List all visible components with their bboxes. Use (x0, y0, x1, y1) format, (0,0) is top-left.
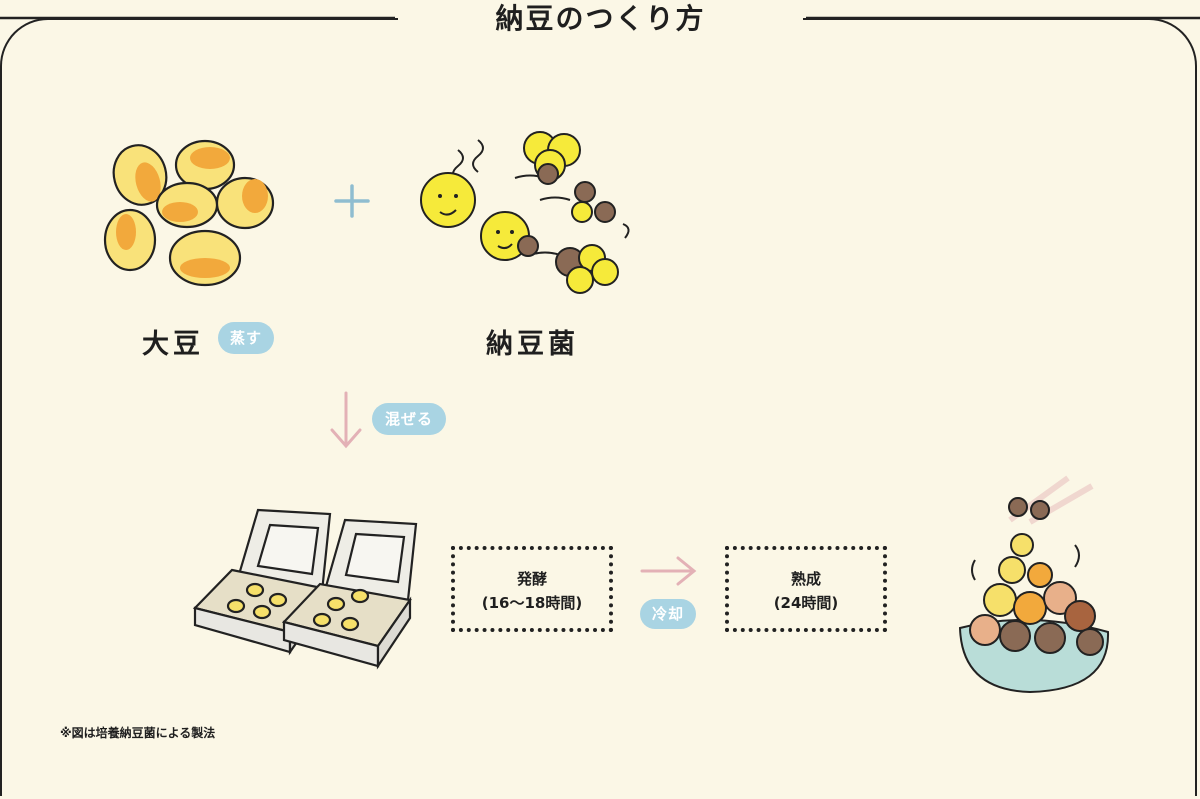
title-gap (398, 0, 803, 36)
bacterium (420, 172, 476, 228)
bacteria-label: 納豆菌 (486, 329, 579, 360)
ferment-title: 発酵 (516, 570, 547, 588)
bean (226, 598, 246, 614)
natto-bean (1030, 500, 1050, 520)
natto-bean (1064, 600, 1096, 632)
natto-bean (983, 583, 1017, 617)
soybean-shade (135, 162, 161, 202)
mature-title: 熟成 (790, 570, 821, 588)
natto-bean (517, 235, 539, 257)
natto-bean (1027, 562, 1053, 588)
bacterium (571, 201, 593, 223)
motion-line (539, 196, 571, 201)
footnote: ※図は培養納豆菌による製法 (60, 726, 216, 740)
soybean-shade (162, 202, 198, 222)
natto-bean (574, 181, 596, 203)
mature-box: 熟成 (24時間) (725, 546, 887, 632)
natto-bean (1034, 622, 1066, 654)
bacterium-eye (438, 194, 442, 198)
mix-step-pill: 混ぜる (372, 403, 446, 435)
container-side (376, 596, 412, 670)
natto-containers-illustration (192, 508, 418, 670)
bacterium (566, 266, 594, 294)
natto-bowl-illustration (958, 475, 1110, 694)
motion-squiggle (472, 139, 484, 173)
soybean-shade (180, 258, 230, 278)
bacteria-illustration (420, 131, 630, 294)
bacterium-mouth (439, 209, 457, 216)
natto-bean (1076, 628, 1104, 656)
container-lid-inner (344, 532, 406, 584)
ferment-time: (16〜18時間) (481, 594, 583, 612)
natto-bean (999, 620, 1031, 652)
bacterium-eye (510, 230, 514, 234)
natto-bean (1010, 533, 1034, 557)
bacterium-mouth (497, 243, 513, 250)
sticky-strand (971, 559, 976, 581)
bean (340, 616, 360, 632)
soybean-shade (190, 147, 230, 169)
soybean-label: 大豆 (142, 329, 204, 360)
natto-bean (537, 163, 559, 185)
mature-time: (24時間) (773, 594, 839, 612)
right-arrow-icon (640, 556, 697, 586)
cool-step-pill: 冷却 (640, 599, 696, 629)
natto-bean (969, 614, 1001, 646)
down-arrow-icon (330, 391, 362, 449)
bacterium-eye (496, 230, 500, 234)
plus-icon (334, 184, 370, 218)
bacterium-eye (454, 194, 458, 198)
soybeans-illustration (103, 139, 275, 287)
motion-squiggle (622, 223, 630, 239)
bean (252, 604, 272, 620)
natto-bean (998, 556, 1026, 584)
bean (326, 596, 346, 612)
steam-step-pill: 蒸す (218, 322, 274, 354)
natto-bean (594, 201, 616, 223)
bean (350, 588, 370, 604)
natto-bean (1008, 497, 1028, 517)
soybean-shade (116, 214, 136, 250)
sticky-strand (1074, 544, 1080, 568)
bacterium (591, 258, 619, 286)
natto-bean (1013, 591, 1047, 625)
soybean-shade (242, 179, 268, 213)
bean (312, 612, 332, 628)
bean (268, 592, 288, 608)
bean (245, 582, 265, 598)
page-title: 納豆のつくり方 (495, 2, 706, 35)
ferment-box: 発酵 (16〜18時間) (451, 546, 613, 632)
container-lid-inner (256, 523, 320, 576)
